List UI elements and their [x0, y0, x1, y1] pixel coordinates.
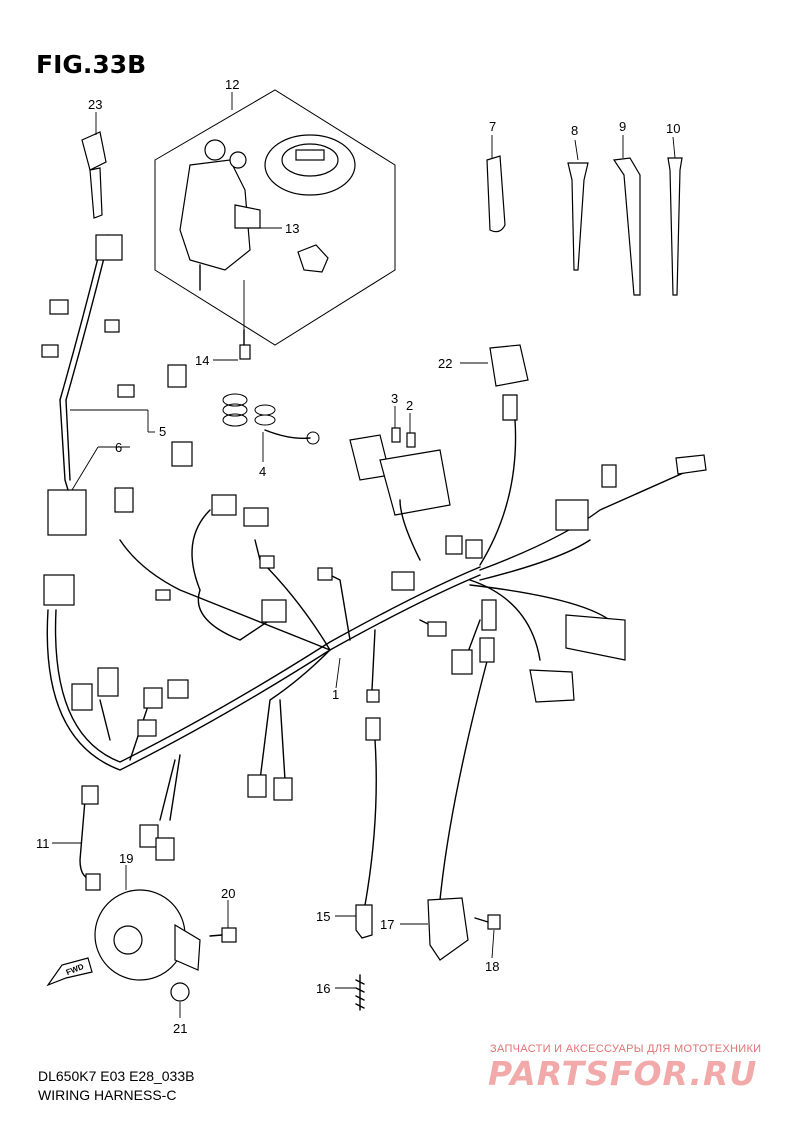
callout-16: 16	[316, 981, 331, 996]
fuel-cap-lock-part	[264, 134, 356, 196]
ignition-switch-part	[179, 139, 261, 291]
figure-title: FIG.33B	[36, 50, 147, 79]
callout-3: 3	[391, 391, 399, 406]
diagram-code: DL650K7 E03 E28_033B	[38, 1068, 195, 1084]
callout-23: 23	[88, 97, 103, 112]
callout-12: 12	[225, 77, 240, 92]
callout-1: 1	[332, 687, 340, 702]
callout-14: 14	[195, 353, 210, 368]
switch-17-part	[427, 897, 469, 961]
callout-21: 21	[173, 1021, 188, 1036]
spring-16-part	[355, 974, 365, 1011]
nut-part	[170, 982, 190, 1002]
callout-15: 15	[316, 909, 331, 924]
band-part	[486, 155, 506, 233]
fuses-part	[391, 427, 416, 448]
fuse-box-part	[349, 434, 451, 516]
key-part	[81, 131, 107, 219]
fwd-arrow-icon	[46, 957, 93, 987]
ignition-set-outline	[154, 89, 396, 346]
callout-18: 18	[485, 959, 500, 974]
callout-8: 8	[571, 123, 579, 138]
callout-6: 6	[115, 440, 123, 455]
watermark-brand: PARTSFOR.RU	[488, 1054, 758, 1093]
callout-17: 17	[380, 917, 395, 932]
callout-13: 13	[285, 221, 300, 236]
bolt-20-part	[209, 927, 237, 943]
leader-lines	[52, 92, 676, 1018]
screw-18-part	[474, 914, 501, 930]
sensor-15-part	[355, 904, 373, 939]
callout-11: 11	[36, 836, 50, 851]
connectors	[41, 234, 707, 891]
screw-part	[239, 329, 251, 360]
callout-20: 20	[221, 886, 236, 901]
callout-5: 5	[159, 424, 167, 439]
diagram-name: WIRING HARNESS-C	[38, 1087, 177, 1103]
main-harness-wires	[46, 234, 691, 906]
horn-part	[94, 889, 201, 981]
callout-2: 2	[406, 398, 414, 413]
callout-10: 10	[666, 121, 681, 136]
relay-part	[489, 344, 529, 421]
seat-lock-part	[297, 244, 329, 273]
callout-22: 22	[438, 356, 453, 371]
callout-4: 4	[259, 464, 267, 479]
sub-harness-box	[47, 489, 87, 536]
callout-7: 7	[489, 119, 497, 134]
callout-9: 9	[619, 119, 627, 134]
callout-19: 19	[119, 851, 134, 866]
spring-part	[222, 393, 320, 445]
watermark-caption: ЗАПЧАСТИ И АКСЕССУАРЫ ДЛЯ МОТОТЕХНИКИ	[490, 1043, 762, 1055]
cable-ties	[567, 157, 683, 296]
